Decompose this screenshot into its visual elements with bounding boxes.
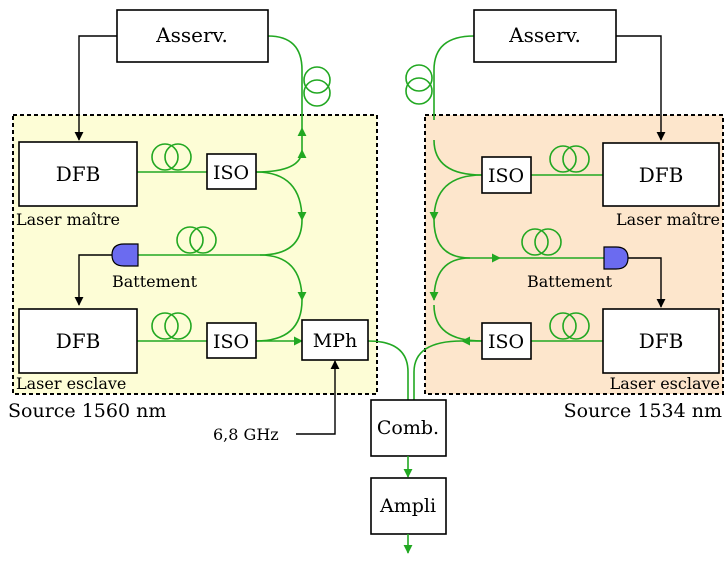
right-slave-dfb-label: DFB — [639, 329, 684, 353]
right-control-lines — [616, 35, 666, 308]
left-asserv-box — [116, 9, 269, 63]
left-beat-label: Battement — [112, 272, 198, 291]
photodetector-icon — [111, 243, 139, 267]
right-slave-dfb-box — [602, 308, 720, 374]
left-slave-iso-box — [206, 322, 257, 359]
fiber-coil-icon — [405, 64, 433, 105]
right-slave-iso-label: ISO — [488, 331, 524, 353]
right-master-dfb-label: DFB — [639, 163, 684, 187]
left-slave-iso-label: ISO — [213, 331, 249, 353]
combiner-label: Comb. — [377, 417, 439, 439]
right-slave-iso-box — [481, 322, 532, 360]
left-slave-dfb-box — [18, 308, 138, 374]
left-asserv-label: Asserv. — [155, 23, 228, 47]
phase-modulator-label: MPh — [313, 330, 357, 352]
right-fibers — [413, 35, 604, 400]
fiber-coil-icon — [521, 228, 562, 256]
left-source-title: Source 1560 nm — [8, 400, 166, 422]
phase-modulator-box — [301, 319, 369, 361]
rf-input-label: 6,8 GHz — [213, 425, 279, 444]
left-control-lines — [74, 35, 340, 435]
amplifier-label: Ampli — [379, 495, 436, 517]
left-slave-dfb-label: DFB — [56, 329, 101, 353]
left-master-dfb-label: DFB — [56, 162, 101, 186]
right-master-iso-box — [481, 156, 532, 194]
right-master-iso-label: ISO — [488, 165, 524, 187]
left-master-iso-box — [206, 153, 257, 190]
fiber-coil-icon — [151, 312, 192, 340]
photodetector-icon — [603, 246, 629, 270]
right-master-dfb-box — [602, 142, 720, 207]
left-master-dfb-box — [18, 141, 138, 207]
fiber-coil-icon — [151, 143, 192, 171]
right-asserv-label: Asserv. — [508, 23, 581, 47]
left-fibers — [137, 35, 409, 400]
right-master-caption: Laser maître — [616, 210, 720, 229]
amplifier-box — [370, 477, 447, 535]
fiber-coil-icon — [549, 312, 590, 340]
right-source-title: Source 1534 nm — [564, 400, 722, 422]
fiber-coil-icon — [176, 226, 217, 254]
right-beat-label: Battement — [527, 272, 613, 291]
right-asserv-box — [473, 9, 617, 63]
left-master-iso-label: ISO — [213, 162, 249, 184]
left-slave-caption: Laser esclave — [16, 374, 126, 393]
combiner-box — [370, 399, 447, 457]
fiber-coil-icon — [303, 66, 331, 107]
left-master-caption: Laser maître — [16, 210, 120, 229]
fiber-coil-icon — [549, 145, 590, 173]
right-slave-caption: Laser esclave — [610, 374, 720, 393]
